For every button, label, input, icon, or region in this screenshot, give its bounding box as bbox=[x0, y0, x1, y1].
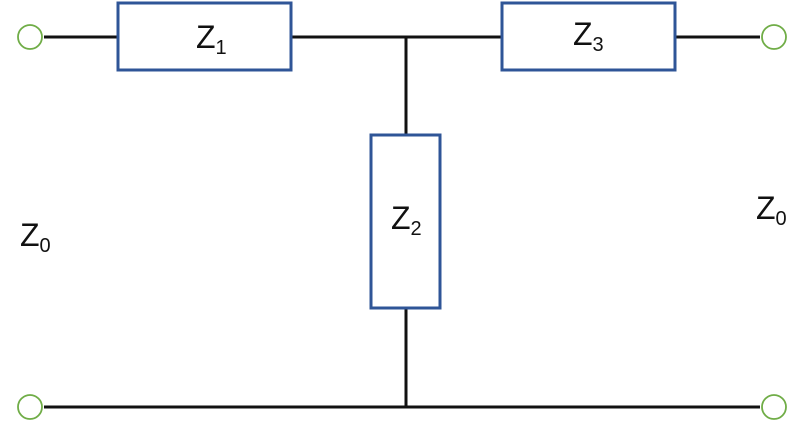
z1-subscript: 1 bbox=[216, 37, 227, 59]
left-port-letter: Z bbox=[20, 217, 40, 253]
z3-label: Z3 bbox=[573, 16, 604, 56]
z3-impedance-box bbox=[500, 1, 677, 72]
right-port-letter: Z bbox=[756, 190, 776, 226]
z2-letter: Z bbox=[391, 200, 411, 236]
z3-subscript: 3 bbox=[593, 34, 604, 56]
z3-letter: Z bbox=[573, 16, 593, 52]
terminal-bottom-left bbox=[17, 394, 43, 420]
right-port-subscript: 0 bbox=[776, 208, 787, 230]
z2-impedance-box bbox=[369, 133, 442, 310]
z1-label: Z1 bbox=[196, 19, 227, 59]
z1-impedance-box bbox=[116, 1, 293, 72]
terminal-top-right bbox=[761, 24, 787, 50]
z1-letter: Z bbox=[196, 19, 216, 55]
right-port-impedance-label: Z0 bbox=[756, 190, 787, 230]
terminal-bottom-right bbox=[761, 394, 787, 420]
left-port-subscript: 0 bbox=[40, 235, 51, 257]
z2-subscript: 2 bbox=[411, 218, 422, 240]
left-port-impedance-label: Z0 bbox=[20, 217, 51, 257]
terminal-top-left bbox=[17, 24, 43, 50]
z2-label: Z2 bbox=[391, 200, 422, 240]
